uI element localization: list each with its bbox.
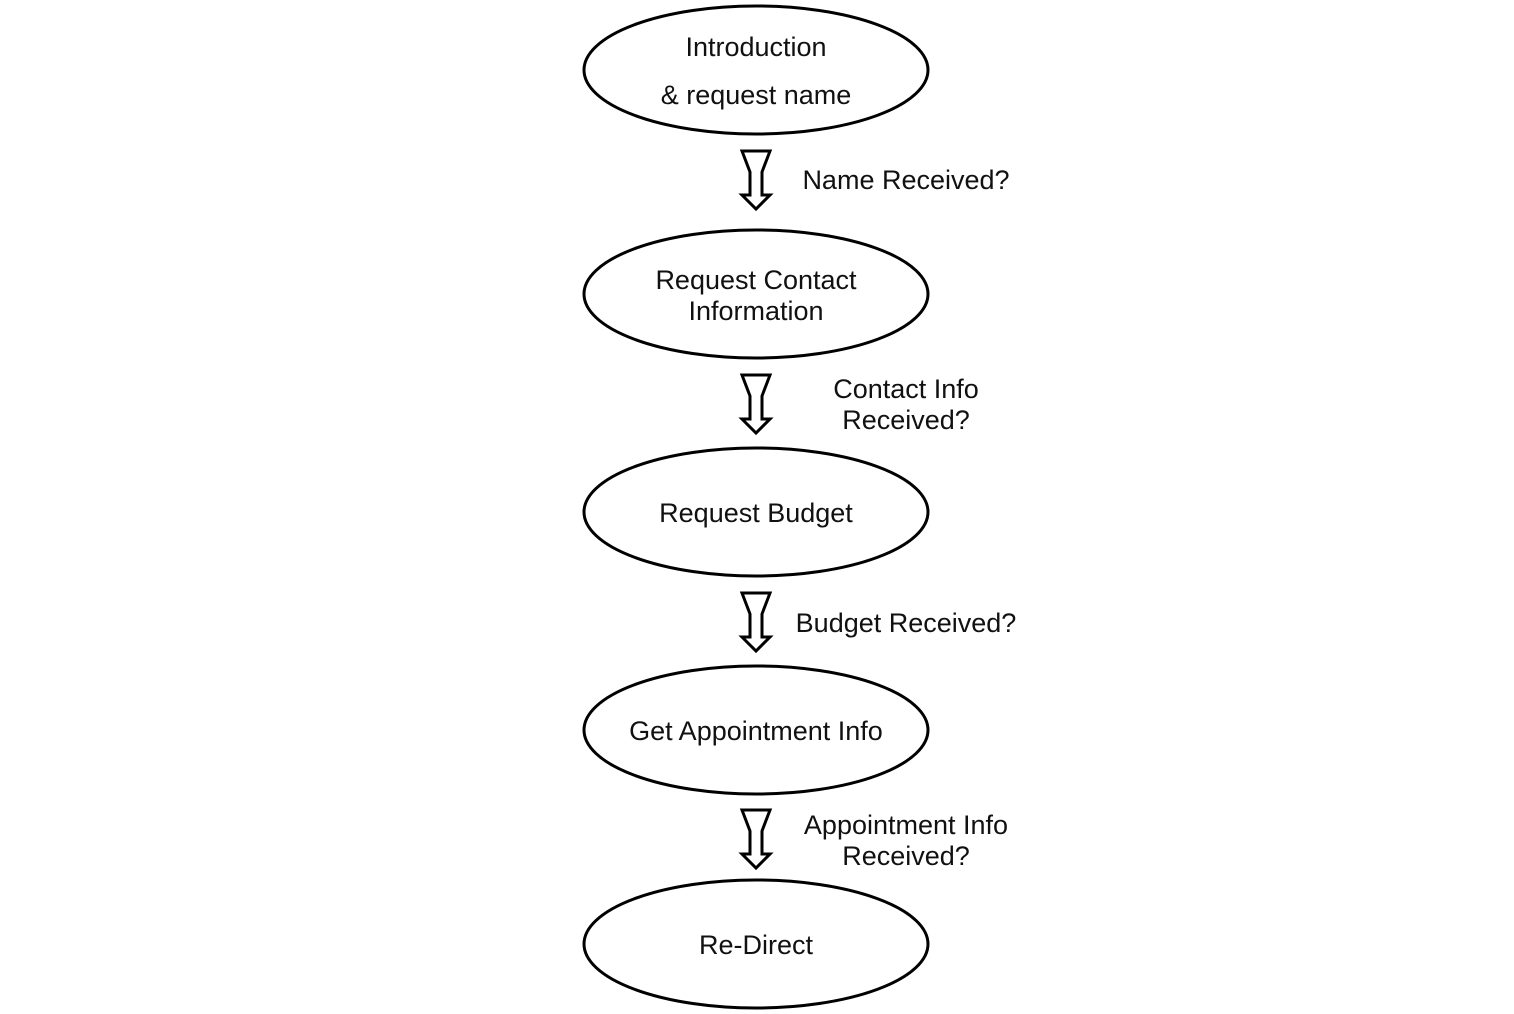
edge-budget-received: Budget Received?	[738, 591, 1017, 654]
edge-appointment-info-received: Appointment Info Received?	[738, 808, 1008, 871]
node-get-appointment-info-label: Get Appointment Info	[629, 716, 883, 746]
node-request-contact-shape	[582, 228, 930, 360]
node-introduction: Introduction & request name	[582, 4, 930, 136]
node-request-budget-label: Request Budget	[659, 498, 853, 528]
node-get-appointment-info: Get Appointment Info	[582, 664, 930, 796]
node-redirect-label: Re-Direct	[699, 930, 814, 960]
edge-contact-info-received: Contact Info Received?	[738, 373, 979, 436]
node-request-contact: Request Contact Information	[582, 228, 930, 360]
edge-budget-received-label: Budget Received?	[796, 608, 1017, 638]
edge-name-received-label: Name Received?	[802, 165, 1009, 195]
node-request-contact-label-line2: Information	[688, 296, 823, 326]
node-get-appointment-info-shape	[582, 664, 930, 796]
node-introduction-label-line1: Introduction	[685, 32, 826, 62]
arrow-down-icon	[738, 808, 774, 871]
node-introduction-label-line2: & request name	[661, 80, 852, 110]
node-redirect-shape	[582, 878, 930, 1010]
node-redirect: Re-Direct	[582, 878, 930, 1010]
node-request-contact-label-line1: Request Contact	[655, 265, 857, 295]
node-request-budget-shape	[582, 446, 930, 578]
edge-contact-info-received-label-line1: Contact Info	[833, 374, 979, 404]
node-introduction-shape	[582, 4, 930, 136]
edge-appointment-info-received-label-line1: Appointment Info	[804, 810, 1008, 840]
arrow-down-icon	[738, 149, 774, 212]
node-request-budget: Request Budget	[582, 446, 930, 578]
arrow-down-icon	[738, 373, 774, 436]
edge-contact-info-received-label-line2: Received?	[842, 405, 970, 435]
edge-appointment-info-received-label-line2: Received?	[842, 841, 970, 871]
arrow-down-icon	[738, 591, 774, 654]
edge-name-received: Name Received?	[738, 149, 1010, 212]
